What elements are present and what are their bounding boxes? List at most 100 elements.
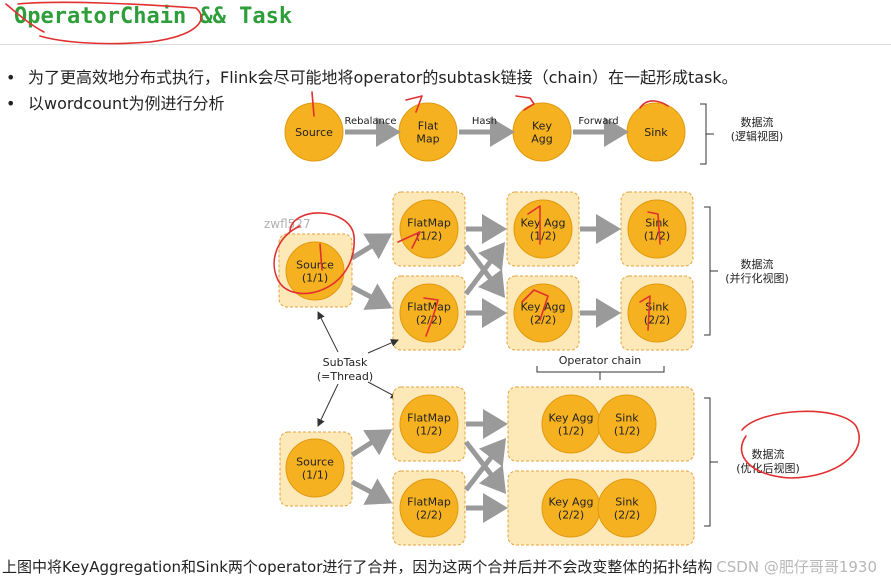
optimized-view-label-line: 数据流: [752, 447, 785, 461]
logical-node-0-circle: [284, 102, 344, 162]
parallel-flatmap-1-label-line: (2/2): [416, 314, 442, 327]
logical-edge-label-0: Rebalance: [344, 116, 396, 127]
optimized-src-to-fm1: [350, 429, 393, 458]
ink-mark-keyagg: [515, 95, 535, 111]
bullet-2: •以wordcount为例进行分析: [6, 90, 224, 114]
subtask-pointer-source: [317, 311, 339, 353]
optimized-sink-1-circle: [597, 478, 657, 538]
logical-node-0-label-line: Source: [295, 126, 333, 139]
parallel-keyagg-1-label-line: Key Agg: [521, 301, 566, 314]
parallel-source-label-line: Source: [296, 259, 334, 272]
parallel-keyagg-0-label: Key Agg(1/2): [521, 217, 566, 243]
title-divider: [0, 44, 891, 45]
ink-circle-source: [273, 212, 355, 295]
parallel-flatmap-1-label: FlatMap(2/2): [407, 301, 451, 327]
logical-view-label: 数据流(逻辑视图): [731, 115, 784, 143]
optimized-source-label-line: Source: [296, 456, 334, 469]
logical-edge-label-2-line: Forward: [578, 116, 618, 127]
optimized-sink-1-label: Sink(2/2): [614, 496, 640, 522]
logical-node-0-label: Source: [295, 126, 333, 139]
bullet-dot: •: [6, 94, 16, 113]
logical-edge-label-2: Forward: [578, 116, 618, 127]
ink-mark-sink: [639, 100, 669, 109]
page-title: OperatorChain && Task: [14, 4, 293, 29]
optimized-flatmap-1-circle: [399, 478, 459, 538]
ink-mark-p-fm1: [397, 231, 421, 249]
parallel-sink-0-label-line: Sink: [645, 217, 669, 230]
parallel-flatmap-0-label-line: FlatMap: [407, 217, 451, 230]
optimized-sink-0-circle: [597, 394, 657, 454]
subtask-pointer-source-opt: [317, 383, 339, 427]
parallel-flatmap-1-circle: [399, 283, 459, 343]
ink-mark-p-ka2: [521, 289, 549, 321]
logical-edge-label-1: Hash: [472, 116, 497, 127]
optimized-sink-0-label-line: Sink: [615, 412, 639, 425]
parallel-source-label: Source(1/1): [296, 259, 334, 285]
logical-view-label-line: (逻辑视图): [731, 129, 784, 143]
csdn-watermark: CSDN @肥仔哥哥1930: [716, 558, 877, 576]
optimized-flatmap-0-label-line: (1/2): [416, 425, 442, 438]
parallel-sink-0-label-line: (1/2): [644, 230, 670, 243]
parallel-view-label: 数据流(并行化视图): [725, 257, 789, 285]
parallel-hash-cross-2: [464, 242, 505, 296]
parallel-flatmap-1-label-line: FlatMap: [407, 301, 451, 314]
optimized-sink-1-label-line: Sink: [615, 496, 639, 509]
logical-node-1-label-line: Flat: [418, 120, 439, 133]
parallel-sink-1-label: Sink(2/2): [644, 301, 670, 327]
subtask-label-line: (=Thread): [317, 370, 373, 383]
logical-node-3-label-line: Sink: [644, 126, 668, 139]
ink-circle-optimized: [740, 410, 860, 479]
footer-text: 上图中将KeyAggregation和Sink两个operator进行了合并，因…: [2, 558, 713, 576]
bullet-1: •为了更高效地分布式执行，Flink会尽可能地将operator的subtask…: [6, 64, 738, 88]
parallel-flatmap-0-label: FlatMap(1/2): [407, 217, 451, 243]
ink-mark-source: [311, 91, 315, 117]
optimized-hash-cross-2: [464, 438, 507, 492]
optimized-keyagg-0-label-line: Key Agg: [549, 412, 594, 425]
title-ink-circle: [5, 1, 202, 45]
logical-brace: [700, 103, 707, 165]
optimized-source-label-line: (1/1): [302, 469, 328, 482]
optimized-source-label: Source(1/1): [296, 456, 334, 482]
logical-node-3-label: Sink: [644, 126, 668, 139]
parallel-view-label-line: (并行化视图): [725, 271, 789, 285]
logical-edge-label-1-line: Hash: [472, 116, 497, 127]
optimized-sink-0-label-line: (1/2): [614, 425, 640, 438]
parallel-src-to-fm2: [350, 283, 393, 310]
parallel-sink-0-circle: [627, 199, 687, 259]
bullet-dot: •: [6, 68, 16, 87]
optimized-brace: [704, 397, 711, 527]
ink-mark-p-source: [319, 243, 323, 271]
logical-edge-label-0-line: Rebalance: [344, 116, 396, 127]
optimized-flatmap-0-label-line: FlatMap: [407, 412, 451, 425]
ink-mark-flatmap: [405, 95, 423, 113]
parallel-keyagg-0-label-line: (1/2): [530, 230, 556, 243]
subtask-label-line: SubTask: [323, 356, 368, 369]
parallel-brace: [704, 206, 711, 336]
operator-chain-label: Operator chain: [559, 354, 642, 367]
optimized-keyagg-1-label-line: (2/2): [558, 509, 584, 522]
optimized-keyagg-0-label-line: (1/2): [558, 425, 584, 438]
optimized-view-label: 数据流(优化后视图): [736, 447, 800, 475]
parallel-view-label-line: 数据流: [741, 257, 774, 271]
optimized-sink-0-label: Sink(1/2): [614, 412, 640, 438]
optimized-keyagg-1-label-line: Key Agg: [549, 496, 594, 509]
parallel-sink-1-label-line: Sink: [645, 301, 669, 314]
optimized-sink-1-label-line: (2/2): [614, 509, 640, 522]
logical-node-2-label-line: Key: [532, 120, 552, 133]
parallel-source-label-line: (1/1): [302, 272, 328, 285]
parallel-sink-1-label-line: (2/2): [644, 314, 670, 327]
parallel-keyagg-1-label: Key Agg(2/2): [521, 301, 566, 327]
optimized-flatmap-1-label-line: FlatMap: [407, 496, 451, 509]
optimized-flatmap-1-label-line: (2/2): [416, 509, 442, 522]
operator-chain-label-line: Operator chain: [559, 354, 642, 367]
optimized-view-label-line: (优化后视图): [736, 461, 800, 475]
subtask-pointer-flatmap: [367, 339, 399, 354]
optimized-flatmap-0-circle: [399, 394, 459, 454]
parallel-watermark: zwfl527: [264, 217, 311, 231]
parallel-keyagg-1-label-line: (2/2): [530, 314, 556, 327]
optimized-keyagg-0-label: Key Agg(1/2): [549, 412, 594, 438]
ink-mark-p-sink2: [639, 295, 651, 331]
parallel-keyagg-0-label-line: Key Agg: [521, 217, 566, 230]
